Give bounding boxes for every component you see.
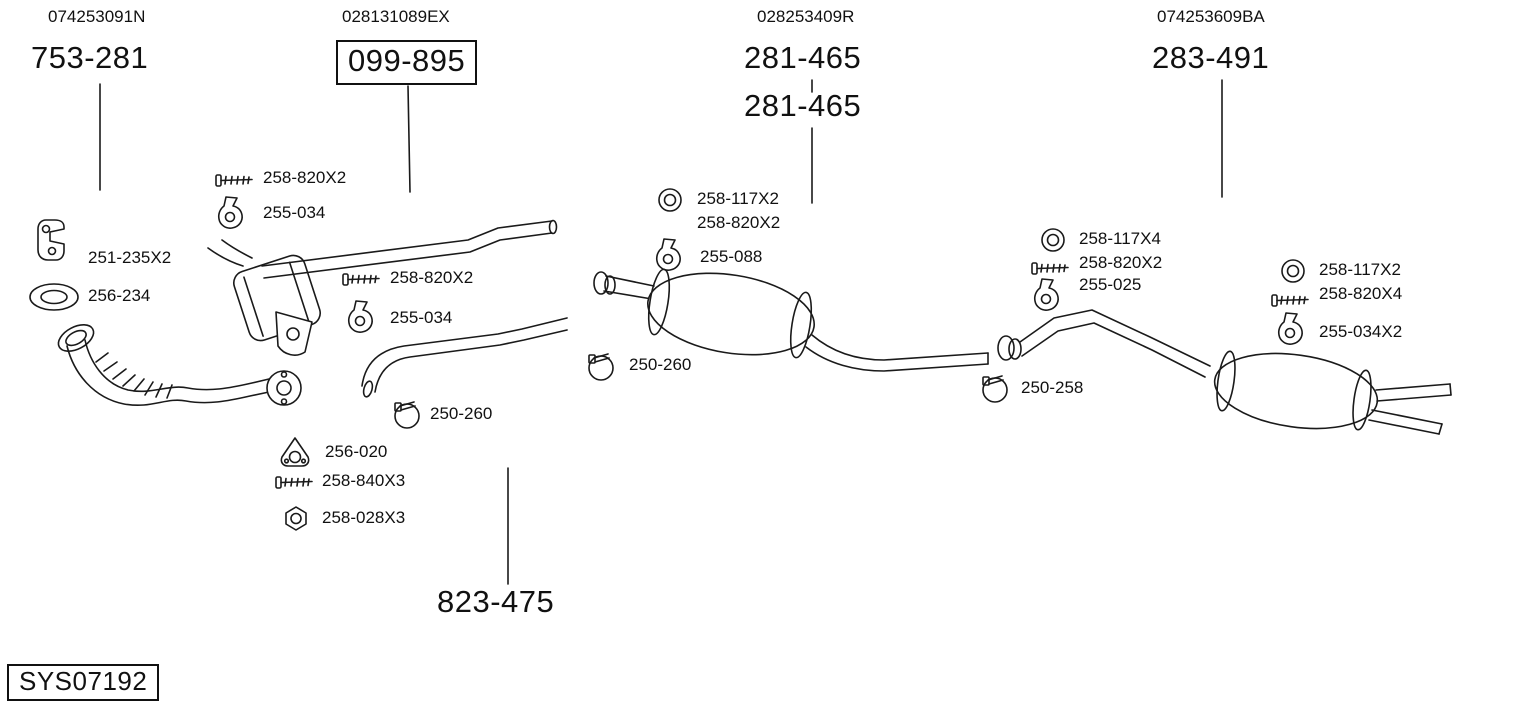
rear-muffler-assembly [997,309,1452,435]
component-label: 250-260 [430,404,493,423]
part-number: 281-465 [744,40,862,75]
component-label: 258-117X2 [1319,260,1401,279]
intermediate-pipe [361,317,568,398]
component-label: 255-034 [263,203,326,222]
bolt-icon [1271,294,1309,307]
component-label: 258-840X3 [322,471,406,490]
component-label: 258-820X4 [1319,284,1403,303]
part-number: 283-491 [1152,40,1270,75]
clamp-icon [394,401,420,429]
oem-number: 074253609BA [1157,7,1265,26]
component-label: 250-260 [629,355,692,374]
bolt-icon [342,273,380,286]
component-label: 255-034X2 [1319,322,1403,341]
ring-icon [658,188,682,212]
hanger-bracket-icon [1033,278,1059,311]
part-number-boxed: 099-895 [336,40,478,85]
oem-number: 074253091N [48,7,146,26]
component-label: 258-028X3 [322,508,406,527]
component-label: 256-020 [325,442,388,461]
center-muffler-assembly [593,268,989,372]
hanger-bracket-icon [1277,312,1303,345]
gasket-ring-icon [29,283,79,311]
clamp-icon [588,353,614,381]
hanger-bracket-icon [347,300,373,333]
component-label: 258-820X2 [697,213,781,232]
component-label: 258-117X4 [1079,229,1161,248]
component-label: 258-117X2 [697,189,779,208]
front-exhaust-pipe [261,219,558,279]
component-label: 258-820X2 [263,168,347,187]
part-number: 281-465 [744,88,862,123]
bolt-icon [215,174,253,187]
ring-icon [1281,259,1305,283]
system-code-badge: SYS07192 [7,664,160,702]
oem-number: 028131089EX [342,7,450,26]
component-label: 255-034 [390,308,453,327]
part-number: 823-475 [437,584,555,619]
component-label: 258-820X2 [1079,253,1163,272]
ring-icon [1041,228,1065,252]
leader-lines [99,79,1223,585]
bolt-icon [1031,262,1069,275]
nut-icon [285,506,307,531]
part-number: 753-281 [31,40,149,75]
component-label: 255-025 [1079,275,1142,294]
catalytic-converter [207,239,321,356]
component-label: 256-234 [88,286,151,305]
hanger-bracket-icon [217,196,243,229]
oem-number: 028253409R [757,7,855,26]
clamp-icon [982,375,1008,403]
hanger-bracket-icon [655,238,681,271]
component-label: 255-088 [700,247,763,266]
gasket-icon [280,437,310,467]
component-label: 251-235X2 [88,248,172,267]
component-label: 258-820X2 [390,268,474,287]
bolt-icon [275,476,313,489]
component-label: 250-258 [1021,378,1084,397]
mount-bracket-icon [37,219,65,261]
front-pipe-assembly [57,324,302,406]
